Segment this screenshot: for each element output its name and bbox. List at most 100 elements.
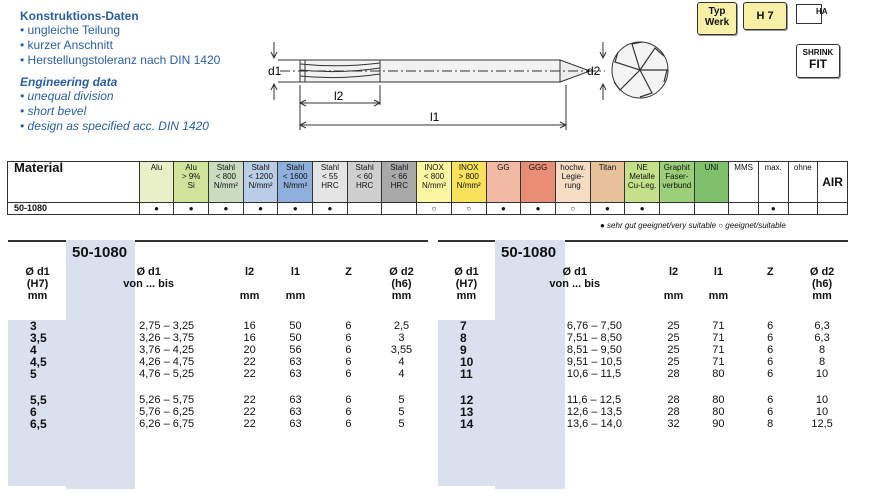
- table-cell: 80: [712, 394, 725, 406]
- suitability-mark: ●: [242, 202, 279, 215]
- typ-label: Typ: [708, 6, 726, 17]
- table-cell: 22: [243, 394, 256, 406]
- table-cell: 63: [289, 356, 302, 368]
- material-column-header: Alu > 9% Si: [173, 161, 210, 203]
- l2-label: l2: [334, 89, 344, 103]
- table-cell: 6,5: [30, 417, 47, 431]
- right-code: 50-1080: [501, 244, 557, 261]
- table-cell: 71: [712, 320, 725, 332]
- table-cell: 6: [345, 320, 352, 332]
- table-cell: 6: [345, 344, 352, 356]
- table-cell: 50: [289, 332, 302, 344]
- material-column-header: Alu: [138, 161, 175, 203]
- table-cell: 80: [712, 368, 725, 380]
- material-column-header: NE Metalle Cu-Leg.: [624, 161, 660, 203]
- table-cell: 6,76 – 7,50: [566, 320, 622, 332]
- h7-badge: H 7: [743, 2, 787, 30]
- table-cell: 28: [667, 368, 680, 380]
- table-cell: 28: [667, 394, 680, 406]
- shrink-fit-badge: SHRINK FIT: [796, 44, 840, 78]
- table-cell: 3: [398, 332, 405, 344]
- construction-data: Konstruktions-Daten ungleiche Teilung ku…: [20, 9, 220, 134]
- row-spacer: [8, 380, 428, 394]
- table-cell: 6: [345, 418, 352, 430]
- material-column-header: Stahl < 66 HRC: [381, 161, 418, 203]
- table-cell: 32: [667, 418, 680, 430]
- table-cell: 5,26 – 5,75: [139, 394, 195, 406]
- table-cell: 10: [460, 355, 474, 369]
- table-cell: 8,51 – 9,50: [566, 344, 622, 356]
- suitability-mark: [787, 202, 819, 215]
- table-cell: 4: [398, 368, 405, 380]
- column-header: Ø d1 (H7) mm: [454, 266, 479, 302]
- table-cell: 22: [243, 406, 256, 418]
- table-cell: 71: [712, 344, 725, 356]
- table-cell: 9,51 – 10,5: [566, 356, 622, 368]
- table-cell: 6: [345, 394, 352, 406]
- table-cell: 5: [30, 367, 37, 381]
- column-header: Ø d1 (H7) mm: [25, 266, 50, 302]
- d1-label: d1: [268, 64, 282, 78]
- material-column-header: AIR: [817, 161, 848, 203]
- table-cell: 80: [712, 406, 725, 418]
- table-cell: 6: [767, 320, 774, 332]
- table-cell: 20: [243, 344, 256, 356]
- left-code: 50-1080: [72, 244, 128, 261]
- table-cell: 4,26 – 4,75: [139, 356, 195, 368]
- material-column-header: Stahl < 55 HRC: [312, 161, 348, 203]
- table-cell: 71: [712, 356, 725, 368]
- table-cell: 4: [398, 356, 405, 368]
- material-column-header: INOX > 800 N/mm²: [450, 161, 487, 203]
- column-header: Ø d2 (h6) mm: [809, 266, 835, 302]
- column-header: Z: [766, 266, 774, 278]
- table-cell: 6: [345, 356, 352, 368]
- table-cell: 10: [815, 368, 829, 380]
- table-cell: 3: [30, 319, 37, 333]
- suitability-mark: ●: [208, 202, 244, 215]
- right-code-column: [495, 240, 565, 489]
- table-cell: 22: [243, 368, 256, 380]
- column-header: Ø d2 (h6) mm: [389, 266, 414, 302]
- material-column-header: INOX < 800 N/mm²: [416, 161, 452, 203]
- suitability-mark: [728, 202, 759, 215]
- row-spacer: [438, 380, 848, 394]
- en-item: design as specified acc. DIN 1420: [20, 119, 220, 134]
- table-cell: 9: [460, 343, 467, 357]
- suitability-mark: ●: [624, 202, 660, 215]
- suitability-mark: ○: [554, 202, 591, 215]
- en-item: unequal division: [20, 89, 220, 104]
- table-cell: 2,5: [393, 320, 410, 332]
- material-column-header: ohne: [787, 161, 819, 203]
- ha-shank-icon: [796, 4, 822, 24]
- table-cell: 63: [289, 394, 302, 406]
- material-column-header: Stahl < 60 HRC: [346, 161, 383, 203]
- table-cell: 71: [712, 332, 725, 344]
- table-cell: 13: [460, 405, 474, 419]
- column-header: l2 mm: [239, 266, 260, 302]
- reamer-drawing: d1 d2 l2 l1: [268, 41, 669, 130]
- table-cell: 6,26 – 6,75: [139, 418, 195, 430]
- table-cell: 6: [345, 332, 352, 344]
- suitability-mark: ○: [450, 202, 487, 215]
- l1-label: l1: [430, 110, 440, 124]
- column-header: Ø d1 von ... bis: [549, 266, 601, 290]
- suitability-mark: [658, 202, 695, 215]
- suitability-mark: ●: [312, 202, 348, 215]
- table-cell: 3,26 – 3,75: [139, 332, 195, 344]
- suitability-mark: [693, 202, 730, 215]
- legend: ● sehr gut geeignet/very suitable ○ geei…: [600, 221, 786, 230]
- table-cell: 6: [767, 344, 774, 356]
- table-cell: 63: [289, 418, 302, 430]
- table-cell: 13,6 – 14,0: [566, 418, 622, 430]
- table-cell: 25: [667, 332, 680, 344]
- left-code-column: [66, 240, 135, 489]
- fit-label: FIT: [809, 57, 827, 71]
